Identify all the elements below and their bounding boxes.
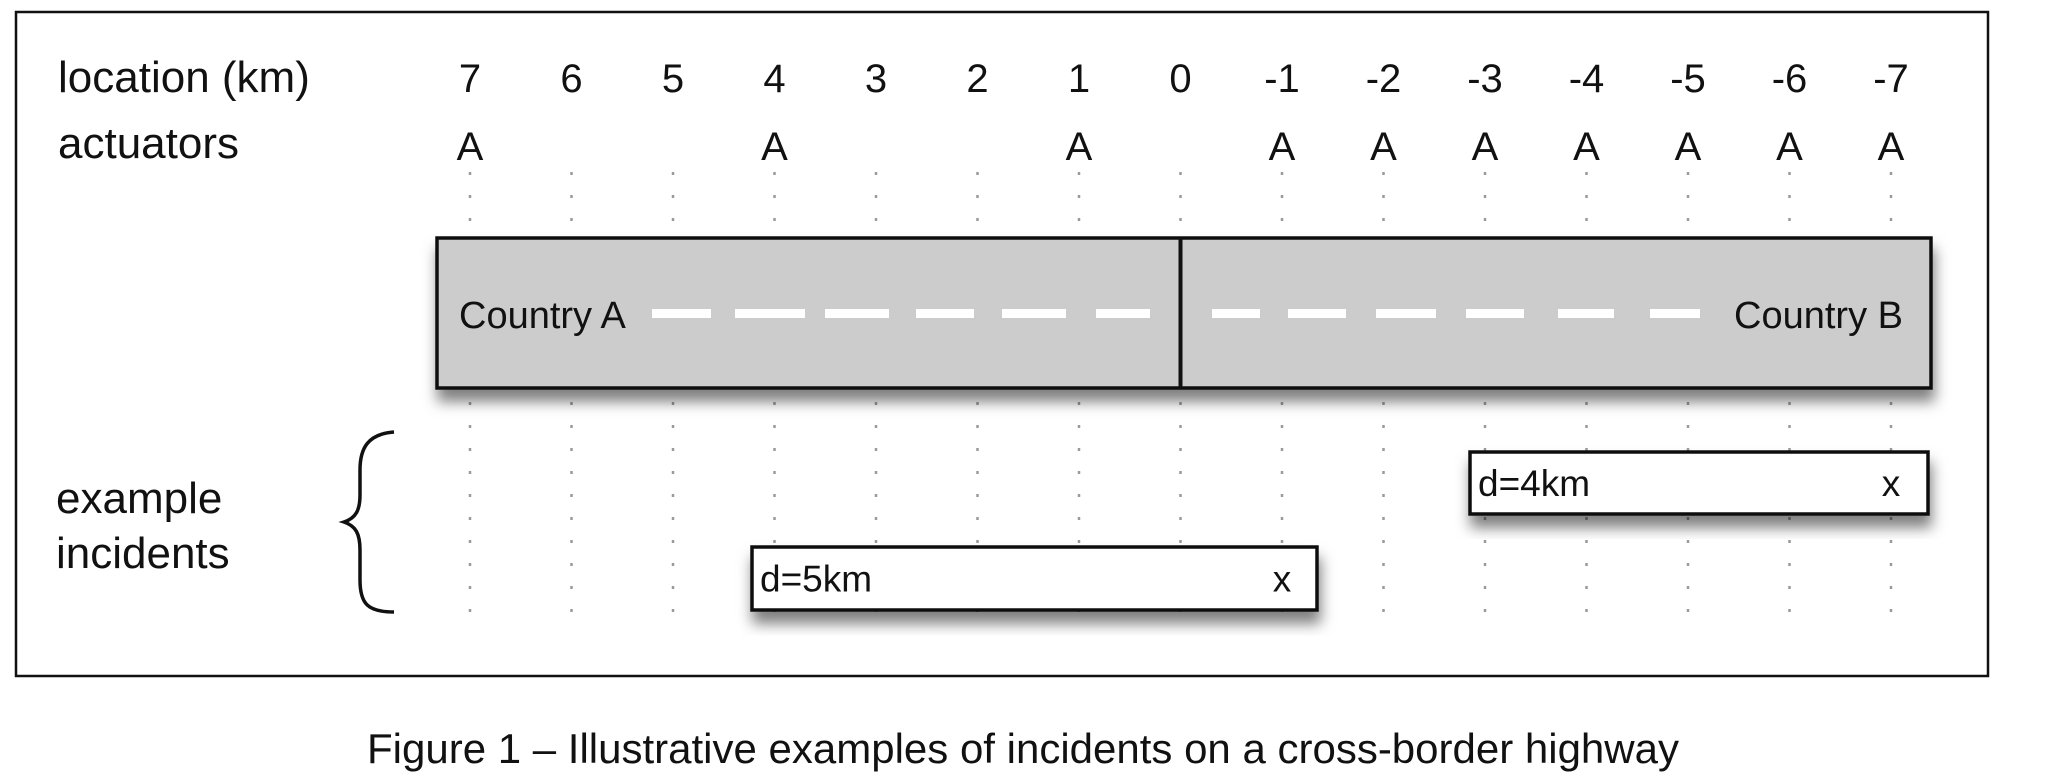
lane-dash (1288, 309, 1346, 318)
location-tick-label: 6 (560, 57, 582, 101)
lane-dashes (652, 309, 1700, 318)
location-tick-label: -5 (1670, 57, 1706, 101)
lane-dash (1212, 309, 1260, 318)
incident-box (750, 545, 1319, 612)
lane-dash (735, 309, 805, 318)
incidents-label-line1: example (56, 474, 222, 523)
actuator-marker: A (1269, 125, 1296, 169)
location-tick-label: 7 (459, 57, 481, 101)
figure-caption: Figure 1 – Illustrative examples of inci… (367, 725, 1679, 772)
lane-dash (825, 309, 889, 318)
location-tick-label: 5 (662, 57, 684, 101)
actuator-marker: A (1675, 125, 1702, 169)
location-axis-label: location (km) (58, 53, 310, 102)
location-tick-label: 0 (1169, 57, 1191, 101)
actuator-marker: A (1370, 125, 1397, 169)
location-tick-label: 2 (966, 57, 988, 101)
country-b-label: Country B (1734, 295, 1903, 337)
lane-dash (1376, 309, 1436, 318)
incidents-brace-icon (338, 430, 395, 614)
lane-dash (1002, 309, 1066, 318)
location-tick-label: -7 (1873, 57, 1909, 101)
incident: d=5km x (750, 545, 1319, 612)
actuator-marker: A (1878, 125, 1905, 169)
actuator-marker: A (1066, 125, 1093, 169)
incident-distance-label: d=5km (760, 559, 872, 600)
country-a-label: Country A (459, 295, 627, 337)
location-tick-label: -2 (1366, 57, 1402, 101)
incident-box (1468, 450, 1930, 516)
incident-location-marker: x (1273, 559, 1292, 600)
location-tick-label: 4 (763, 57, 785, 101)
actuator-marker: A (1573, 125, 1600, 169)
location-tick-labels: 7 6 5 4 3 2 1 0 -1 -2 -3 -4 -5 -6 -7 (459, 57, 1909, 101)
location-tick-label: -3 (1467, 57, 1503, 101)
incident-location-marker: x (1882, 463, 1901, 504)
actuator-marker: A (761, 125, 788, 169)
location-tick-label: -6 (1772, 57, 1808, 101)
actuator-marker: A (1472, 125, 1499, 169)
actuator-marker: A (1776, 125, 1803, 169)
actuator-marker: A (457, 125, 484, 169)
location-tick-label: -1 (1264, 57, 1300, 101)
lane-dash (1466, 309, 1524, 318)
incidents-layer: d=4km x d=5km x (750, 450, 1930, 612)
lane-dash (1096, 309, 1150, 318)
lane-dash (1558, 309, 1614, 318)
incidents-label-line2: incidents (56, 529, 230, 578)
incident-distance-label: d=4km (1478, 463, 1590, 504)
location-tick-label: -4 (1569, 57, 1605, 101)
lane-dash (916, 309, 974, 318)
location-tick-label: 3 (865, 57, 887, 101)
incident: d=4km x (1468, 450, 1930, 516)
lane-dash (652, 309, 711, 318)
lane-dash (1650, 309, 1700, 318)
actuators-row-label: actuators (58, 119, 239, 168)
location-tick-label: 1 (1068, 57, 1090, 101)
